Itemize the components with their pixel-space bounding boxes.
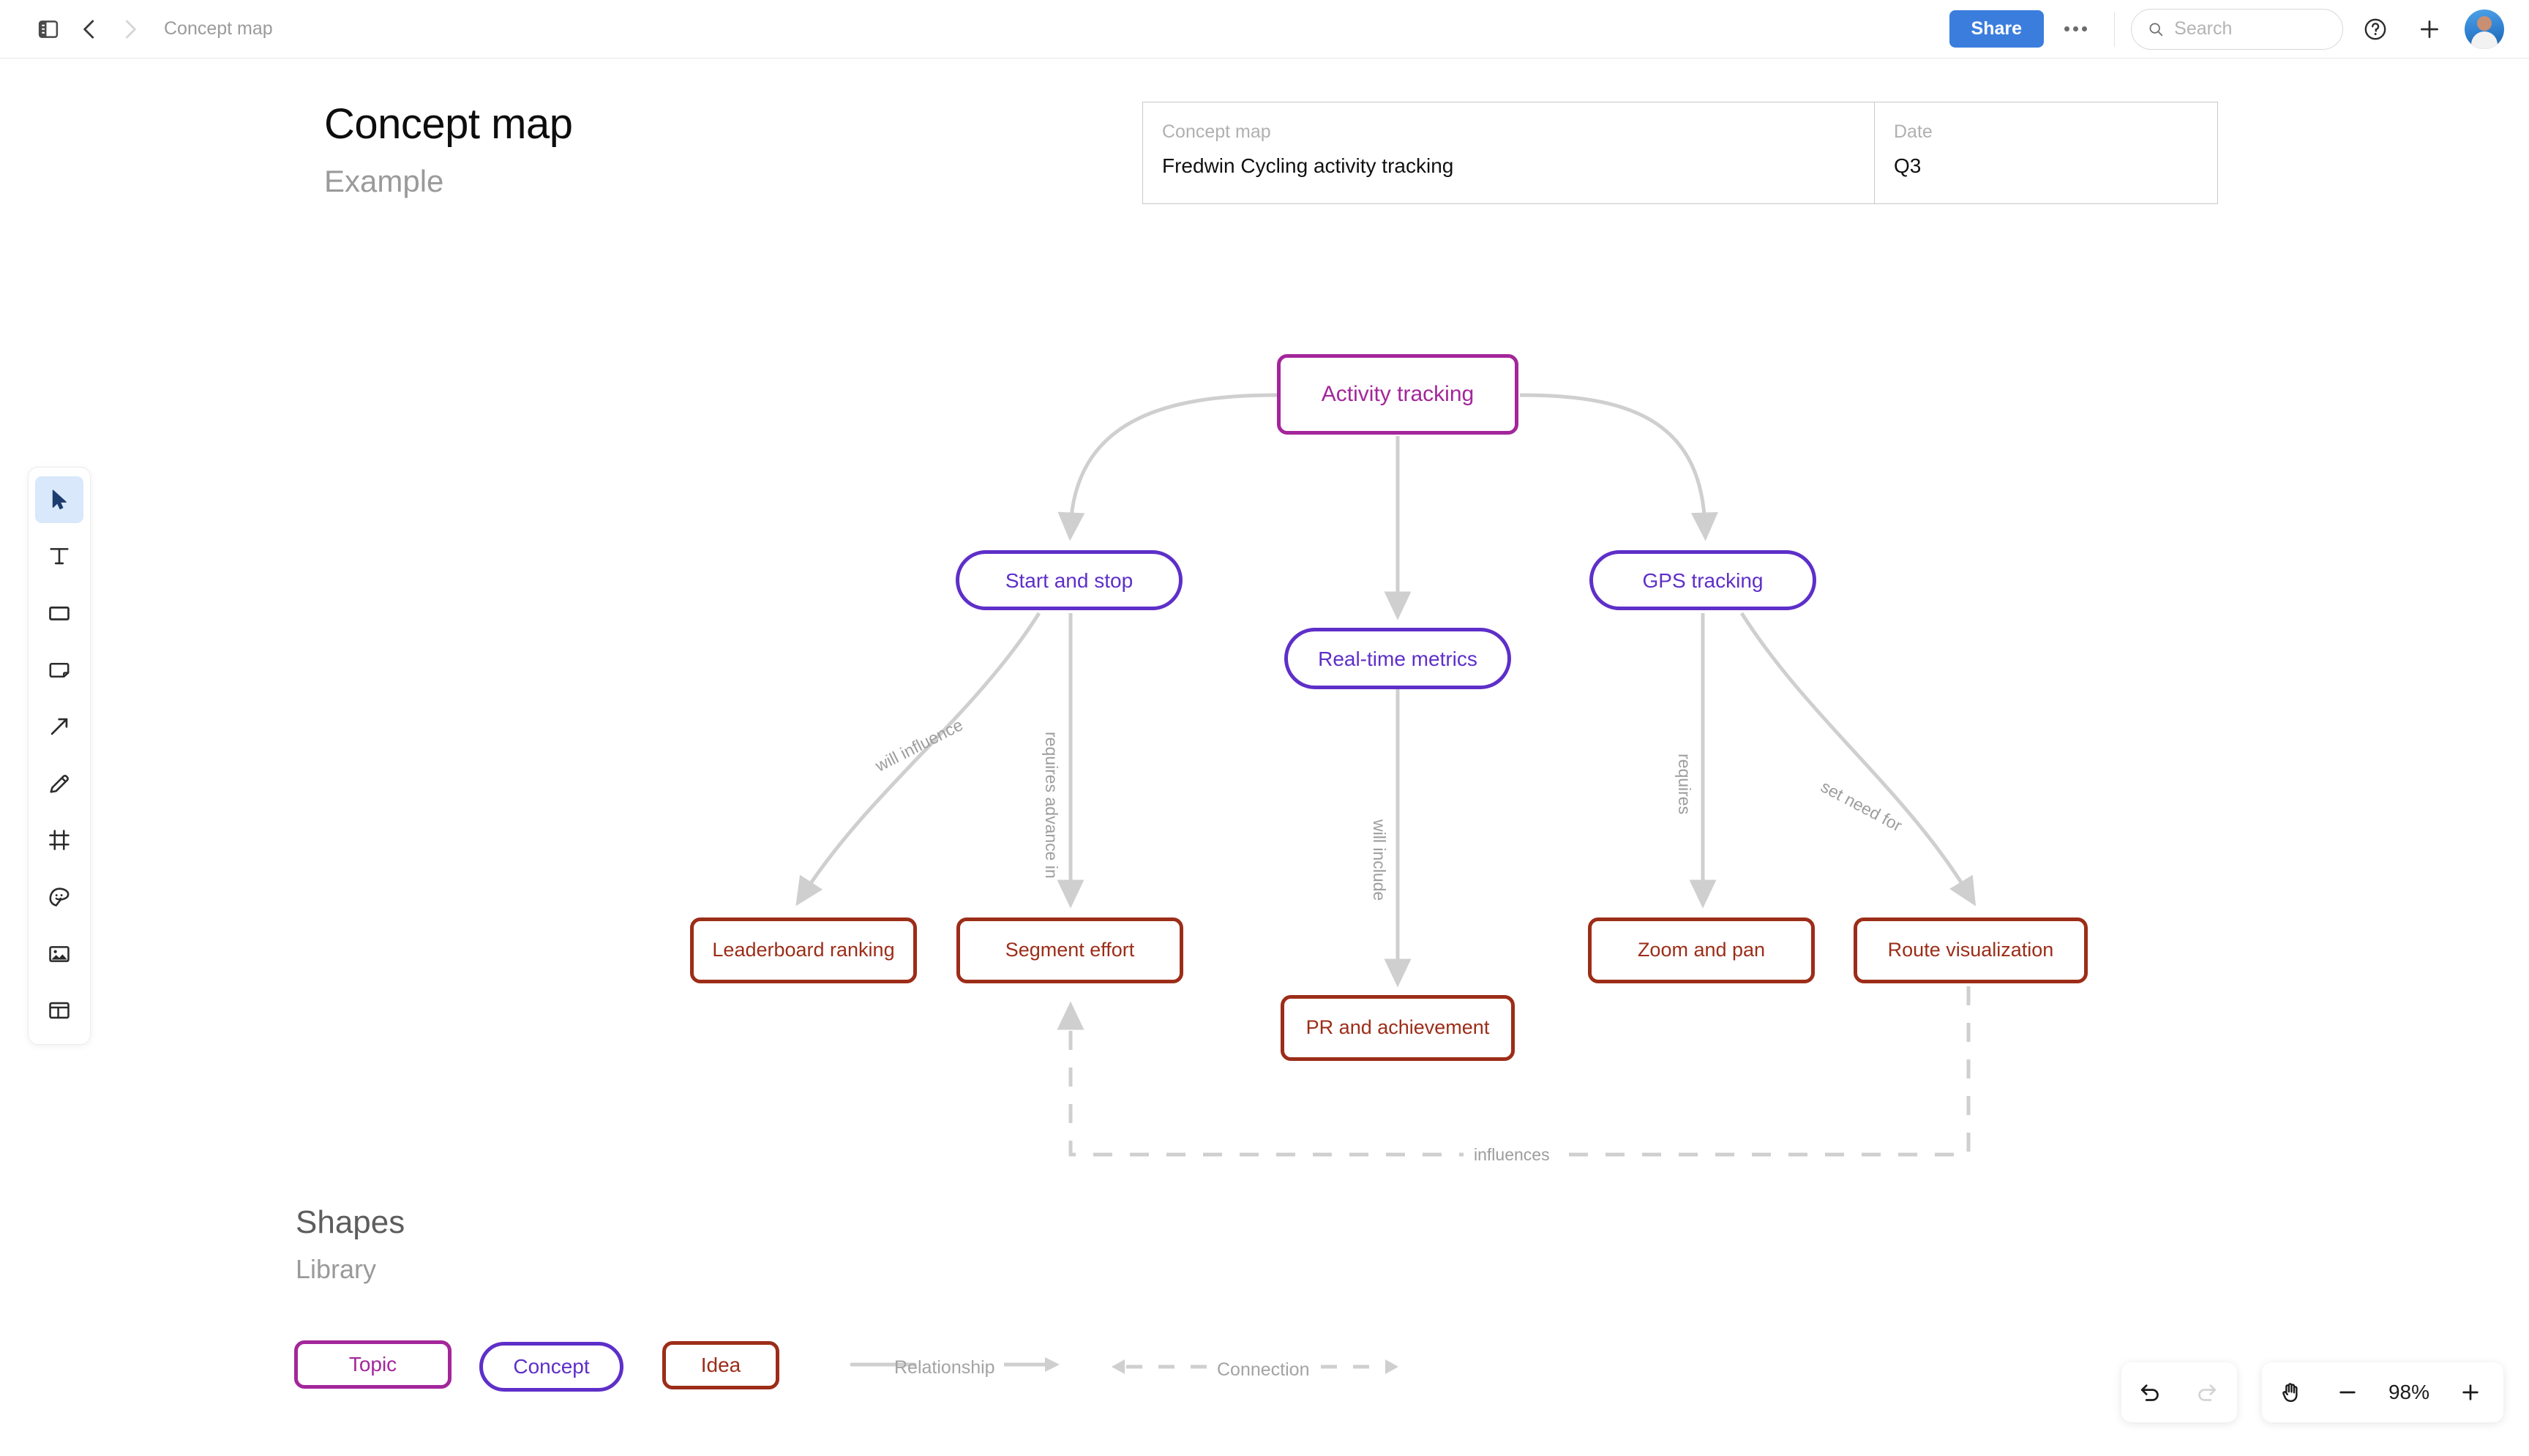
node-segment-effort[interactable]: Segment effort (956, 917, 1183, 983)
edge-label-will-include: will include (1370, 819, 1389, 901)
edge-label-requires-advance-in: requires advance in (1042, 732, 1061, 879)
node-zoom-and-pan[interactable]: Zoom and pan (1588, 917, 1815, 983)
pan-tool-button[interactable] (2262, 1362, 2319, 1422)
legend-swatch-idea[interactable]: Idea (662, 1341, 779, 1389)
node-real-time-metrics[interactable]: Real-time metrics (1284, 628, 1511, 689)
info-cell-date[interactable]: Date Q3 (1875, 102, 2217, 203)
zoom-level[interactable]: 98% (2388, 1381, 2430, 1403)
info-value: Q3 (1894, 154, 1922, 177)
info-label: Date (1894, 121, 1933, 142)
legend-swatch-concept[interactable]: Concept (479, 1342, 623, 1392)
arrow-icon (50, 718, 68, 735)
page-subtitle: Example (324, 164, 444, 198)
cursor-icon (52, 489, 67, 509)
edge-label-will-influence: will influence (872, 715, 966, 776)
select-tool[interactable] (35, 476, 83, 523)
search-input[interactable] (2174, 18, 2326, 40)
share-button[interactable]: Share (1949, 10, 2044, 48)
search-box[interactable] (2131, 8, 2343, 50)
redo-button[interactable] (2178, 1362, 2236, 1422)
node-label: Route visualization (1887, 939, 2054, 961)
node-label: PR and achievement (1305, 1016, 1490, 1039)
node-route-visualization[interactable]: Route visualization (1854, 917, 2088, 983)
undo-button[interactable] (2121, 1362, 2178, 1422)
node-activity-tracking[interactable]: Activity tracking (1277, 354, 1518, 435)
legend-swatch-topic[interactable]: Topic (294, 1340, 452, 1389)
info-table: Concept map Fredwin Cycling activity tra… (1142, 102, 2218, 204)
zoom-out-button[interactable] (2319, 1362, 2376, 1422)
minus-icon (2339, 1391, 2356, 1394)
sticky-note-tool[interactable] (35, 647, 83, 694)
node-label: GPS tracking (1642, 568, 1764, 592)
node-label: Zoom and pan (1637, 939, 1766, 961)
shapes-legend-title: Shapes (296, 1204, 405, 1240)
edge-label-requires: requires (1675, 754, 1694, 815)
template-layout-icon (49, 1002, 70, 1019)
node-label: Real-time metrics (1318, 647, 1477, 670)
frame-icon (49, 830, 70, 851)
undo-arrow-icon (2140, 1384, 2159, 1401)
legend-line-relationship (850, 1357, 1060, 1372)
plus-icon (2462, 1384, 2479, 1400)
top-bar-left: Concept map (0, 9, 273, 50)
legend-swatch-label: Concept (513, 1355, 590, 1378)
more-horizontal-icon[interactable] (2053, 9, 2098, 50)
top-bar-right: Share (1949, 7, 2529, 51)
legend-line-connection (1112, 1359, 1398, 1374)
toolbar-divider (2114, 11, 2115, 47)
sticker-tool[interactable] (35, 874, 83, 920)
left-toolbar (28, 467, 91, 1045)
edge-label-set-need-for: set need for (1818, 776, 1906, 836)
legend-swatch-label: Idea (700, 1354, 741, 1376)
legend-line-label-connection: Connection (1217, 1359, 1310, 1380)
info-label: Concept map (1162, 121, 1271, 142)
user-avatar[interactable] (2465, 9, 2504, 49)
redo-arrow-icon (2198, 1384, 2217, 1401)
breadcrumb[interactable]: Concept map (164, 18, 273, 39)
template-tool[interactable] (35, 987, 83, 1034)
node-label: Segment effort (1005, 939, 1135, 961)
history-controls (2121, 1362, 2237, 1422)
hand-pan-icon (2282, 1383, 2298, 1403)
legend-swatch-label: Topic (348, 1353, 397, 1376)
zoom-controls: 98% (2262, 1362, 2503, 1422)
node-start-and-stop[interactable]: Start and stop (956, 550, 1183, 610)
text-tool[interactable] (35, 533, 83, 580)
chevron-right-icon[interactable] (110, 9, 151, 50)
info-cell-concept-map[interactable]: Concept map Fredwin Cycling activity tra… (1143, 102, 1875, 203)
node-label: Activity tracking (1321, 382, 1475, 407)
top-bar: Concept map Share (0, 0, 2529, 59)
zoom-in-button[interactable] (2442, 1362, 2499, 1422)
node-pr-and-achievement[interactable]: PR and achievement (1281, 995, 1515, 1061)
sidebar-panel-icon[interactable] (28, 9, 69, 50)
help-circle-icon[interactable] (2353, 7, 2397, 51)
search-icon (2149, 22, 2163, 36)
rectangle-icon (49, 606, 70, 620)
plus-icon[interactable] (2408, 7, 2451, 51)
node-gps-tracking[interactable]: GPS tracking (1589, 550, 1816, 610)
legend-line-label-relationship: Relationship (894, 1357, 995, 1378)
edge-label-influences: influences (1464, 1145, 1560, 1165)
frame-tool[interactable] (35, 817, 83, 864)
image-icon (49, 945, 70, 962)
connector-tool[interactable] (35, 703, 83, 750)
page-title: Concept map (324, 100, 573, 148)
emoji-sticker-icon (49, 888, 70, 907)
info-value: Fredwin Cycling activity tracking (1162, 154, 1454, 177)
sticky-note-icon (49, 662, 70, 678)
node-label: Start and stop (1005, 568, 1134, 592)
chevron-left-icon[interactable] (69, 9, 110, 50)
shape-tool[interactable] (35, 590, 83, 637)
pen-tool[interactable] (35, 760, 83, 807)
shapes-legend-subtitle: Library (296, 1254, 377, 1284)
text-icon (50, 548, 69, 565)
node-leaderboard-ranking[interactable]: Leaderboard ranking (690, 917, 917, 983)
node-label: Leaderboard ranking (712, 939, 895, 961)
pencil-icon (50, 774, 69, 793)
image-tool[interactable] (35, 931, 83, 977)
